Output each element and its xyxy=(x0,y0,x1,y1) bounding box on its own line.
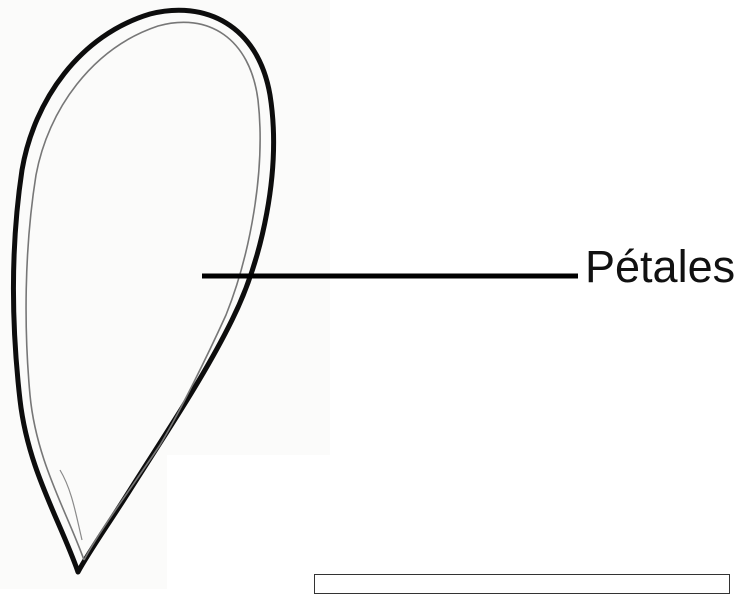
label-petales: Pétales xyxy=(585,244,735,289)
caption-box xyxy=(314,574,730,594)
eraser-patch xyxy=(167,455,332,589)
